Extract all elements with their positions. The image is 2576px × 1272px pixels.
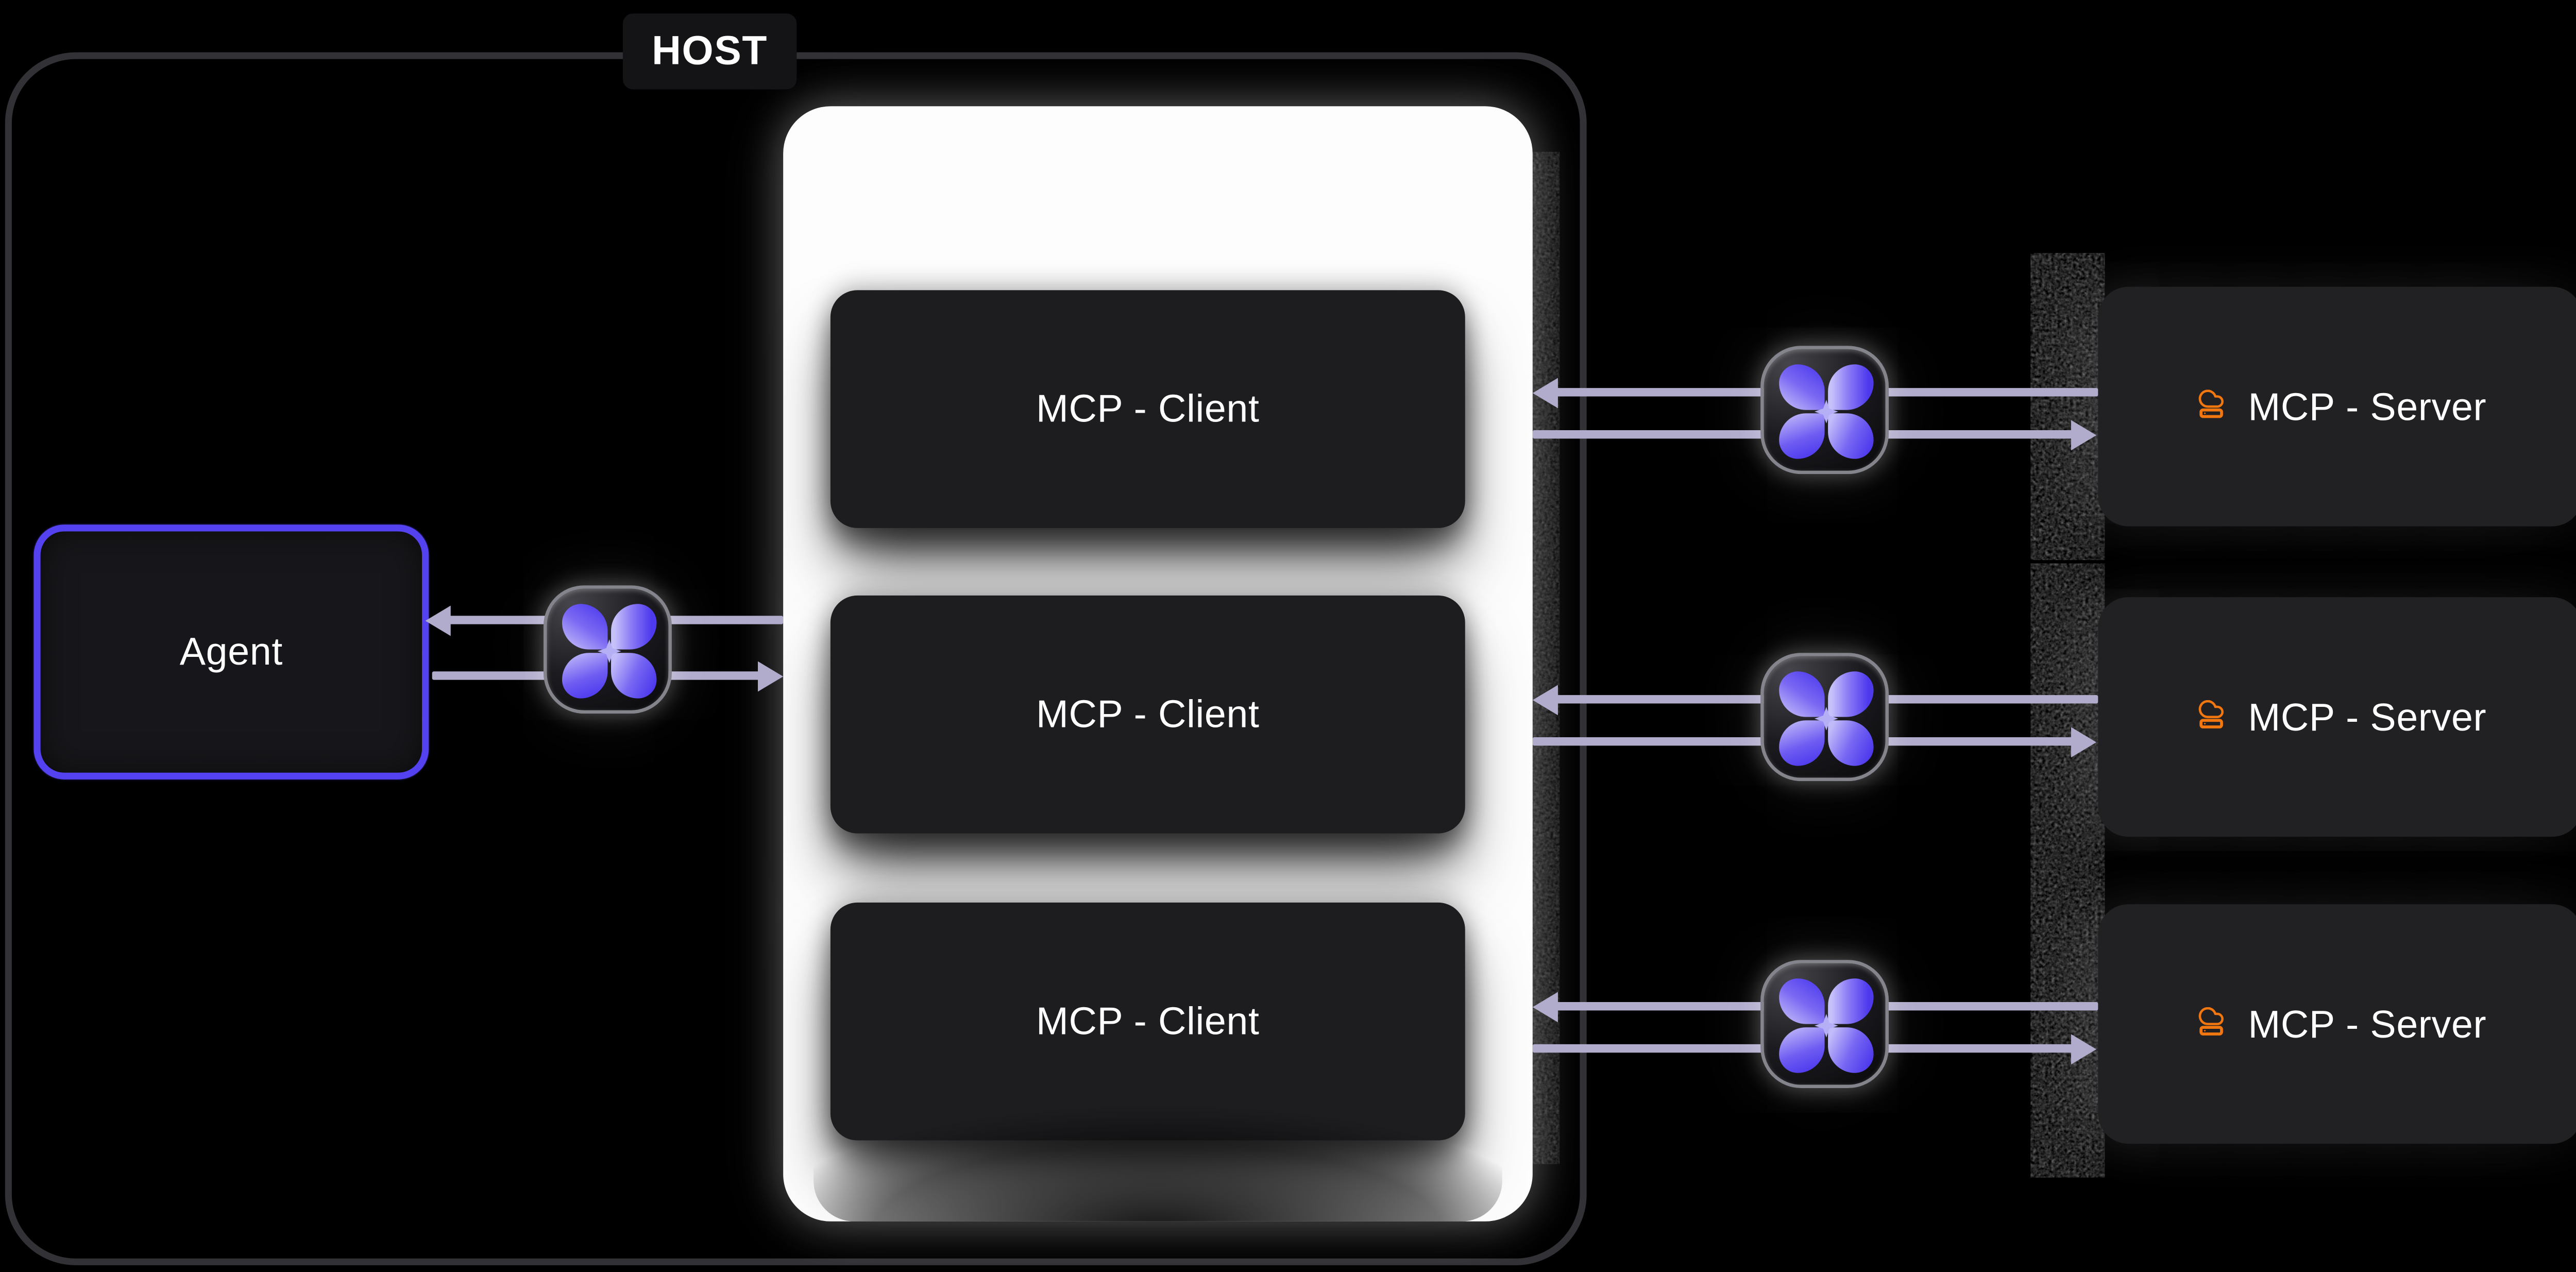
clover-petal — [1828, 413, 1874, 459]
mcp-server-node: MCP - Server — [2098, 904, 2576, 1144]
clover-petal — [1828, 720, 1874, 766]
clover-petal — [1779, 720, 1825, 766]
arrow-left-icon — [1532, 992, 1558, 1023]
arrow-left-icon — [1532, 378, 1558, 409]
arrow-right-icon — [2071, 420, 2097, 451]
mcp-clover-icon — [1760, 653, 1889, 782]
spray-texture — [2030, 870, 2105, 1178]
mcp-clover-icon — [1760, 346, 1889, 474]
arrow-left-icon — [1532, 685, 1558, 716]
arrow-left-icon — [425, 605, 451, 636]
agent-label: Agent — [179, 629, 283, 673]
clover-petal — [1779, 671, 1825, 717]
clover-petal — [562, 653, 608, 699]
clover-petal — [562, 604, 608, 650]
spray-texture — [2030, 253, 2105, 561]
host-label-text: HOST — [652, 28, 768, 74]
clover-petal — [1779, 364, 1825, 410]
mcp-clover-icon — [543, 585, 672, 714]
clover-petal — [1779, 978, 1825, 1024]
clover-petal — [1828, 671, 1874, 717]
mcp-client-node: MCP - Client — [830, 902, 1465, 1141]
arrow-right-icon — [2071, 727, 2097, 758]
mcp-server-label: MCP - Server — [2248, 694, 2487, 738]
agent-node: Agent — [33, 524, 429, 779]
clover-petal — [1779, 1027, 1825, 1073]
client-panel: MCP - Client MCP - Client MCP - Client — [783, 106, 1533, 1222]
cloud-server-icon — [2198, 1007, 2224, 1036]
clover-petal — [1828, 364, 1874, 410]
mcp-client-label: MCP - Client — [1036, 998, 1260, 1043]
mcp-server-label: MCP - Server — [2248, 1001, 2487, 1045]
mcp-server-label: MCP - Server — [2248, 383, 2487, 428]
clover-petal — [1828, 978, 1874, 1024]
mcp-client-node: MCP - Client — [830, 595, 1465, 834]
arrow-right-icon — [2071, 1034, 2097, 1065]
mcp-server-node: MCP - Server — [2098, 286, 2576, 527]
clover-petal — [611, 604, 657, 650]
clover-petal — [1779, 413, 1825, 459]
clover-petal — [1828, 1027, 1874, 1073]
mcp-client-label: MCP - Client — [1036, 691, 1260, 736]
cloud-server-icon — [2198, 389, 2224, 418]
host-boundary — [5, 52, 1587, 1265]
mcp-client-node: MCP - Client — [830, 290, 1465, 528]
cloud-server-icon — [2198, 700, 2224, 728]
spray-texture — [2030, 563, 2105, 871]
mcp-server-node: MCP - Server — [2098, 597, 2576, 837]
mcp-client-label: MCP - Client — [1036, 386, 1260, 430]
mcp-clover-icon — [1760, 960, 1889, 1089]
clover-petal — [611, 653, 657, 699]
arrow-right-icon — [758, 661, 784, 692]
host-label: HOST — [622, 13, 797, 90]
